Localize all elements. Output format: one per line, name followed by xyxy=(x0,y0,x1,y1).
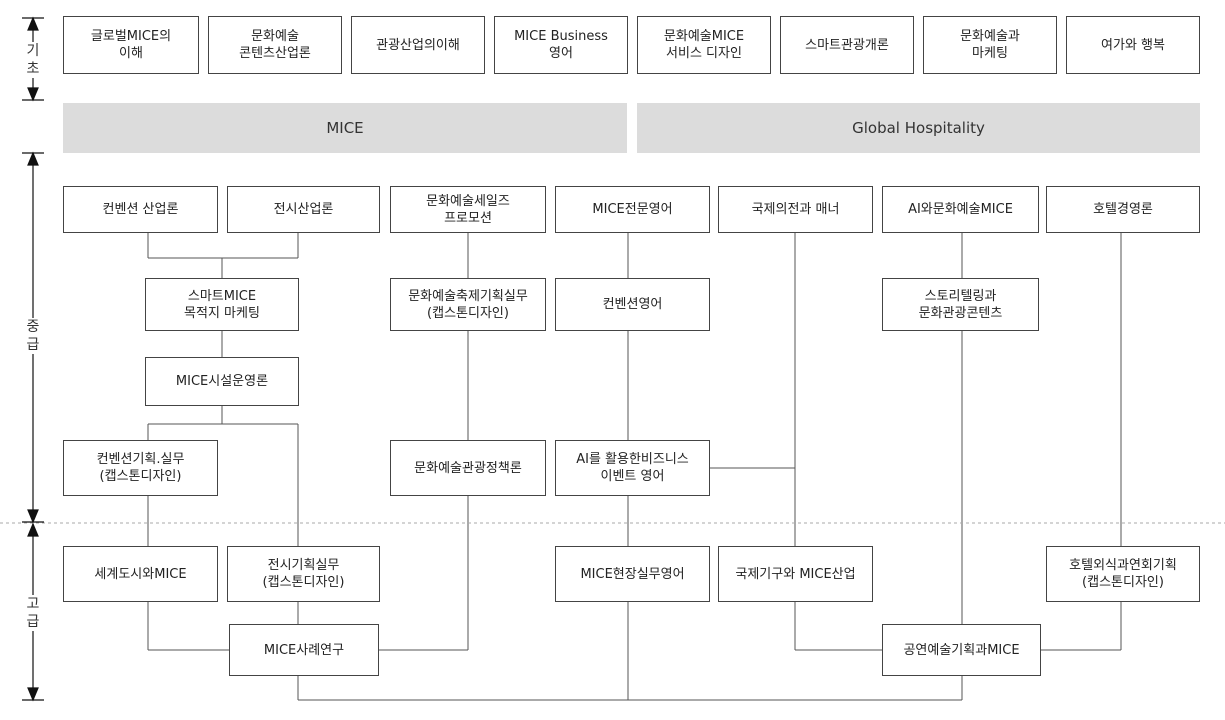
course-box-mice-case-study: MICE사례연구 xyxy=(229,624,379,676)
course-label: 전시산업론 xyxy=(273,202,334,217)
course-label: 공연예술기획과MICE xyxy=(903,642,1020,658)
level-char: 고 xyxy=(26,596,40,612)
level-char: 기 xyxy=(26,43,40,59)
course-label: AI를 활용한비즈니스 이벤트 영어 xyxy=(576,452,689,484)
course-label: 글로벌MICE의 이해 xyxy=(90,29,172,61)
course-box-world-city-mice: 세계도시와MICE xyxy=(63,546,218,602)
course-label: 문화예술세일즈 프로모션 xyxy=(426,193,510,226)
course-box-storytelling: 스토리텔링과 문화관광콘텐츠 xyxy=(882,278,1039,331)
course-box-mice-field-english: MICE현장실무영어 xyxy=(555,546,710,602)
course-box-hotel-food-banquet: 호텔외식과연회기획 (캡스톤디자인) xyxy=(1046,546,1200,602)
level-char: 중 xyxy=(26,319,40,335)
course-box-mice-facility: MICE시설운영론 xyxy=(145,357,299,406)
course-box-basic: 여가와 행복 xyxy=(1066,16,1200,74)
course-label: 스마트MICE 목적지 마케팅 xyxy=(184,288,260,321)
course-box-intl-org-mice: 국제기구와 MICE산업 xyxy=(718,546,873,602)
course-label: 문화예술관광정책론 xyxy=(414,460,522,476)
course-label: MICE현장실무영어 xyxy=(580,566,685,582)
course-box-convention-industry: 컨벤션 산업론 xyxy=(63,186,218,233)
course-box-arts-tourism-policy: 문화예술관광정책론 xyxy=(390,440,546,496)
course-label: 여가와 행복 xyxy=(1101,37,1165,53)
course-box-basic: 관광산업의이해 xyxy=(351,16,485,74)
course-label: 호텔경영론 xyxy=(1093,202,1153,217)
level-char: 급 xyxy=(26,337,40,353)
course-label: AI와문화예술MICE xyxy=(908,202,1013,217)
course-label: 문화예술과 마케팅 xyxy=(960,29,1020,61)
course-box-basic: 문화예술MICE 서비스 디자인 xyxy=(637,16,771,74)
course-label: 컨벤션 산업론 xyxy=(102,202,179,217)
course-label: MICE전문영어 xyxy=(592,202,673,217)
course-box-basic: 문화예술과 마케팅 xyxy=(923,16,1057,74)
course-label: MICE시설운영론 xyxy=(175,374,269,389)
course-box-performing-arts-mice: 공연예술기획과MICE xyxy=(882,624,1041,676)
course-label: 스토리텔링과 문화관광콘텐츠 xyxy=(918,288,1003,321)
course-label: 관광산업의이해 xyxy=(376,37,460,53)
course-box-arts-sales-promotion: 문화예술세일즈 프로모션 xyxy=(390,186,546,233)
course-label: MICE사례연구 xyxy=(263,642,345,658)
course-box-basic: 스마트관광개론 xyxy=(780,16,914,74)
level-char: 급 xyxy=(26,614,40,630)
course-box-ai-business-event-english: AI를 활용한비즈니스 이벤트 영어 xyxy=(555,440,710,496)
level-char: 초 xyxy=(26,61,40,77)
course-box-basic: MICE Business 영어 xyxy=(494,16,628,74)
course-box-smart-mice-marketing: 스마트MICE 목적지 마케팅 xyxy=(145,278,299,331)
course-box-ai-arts-mice: AI와문화예술MICE xyxy=(882,186,1039,233)
level-label-intermediate: 중 급 xyxy=(24,318,42,354)
course-label: 문화예술축제기획실무 (캡스톤디자인) xyxy=(408,288,528,321)
course-label: 국제의전과 매너 xyxy=(751,202,840,217)
band-mice: MICE xyxy=(63,103,627,153)
course-box-intl-protocol: 국제의전과 매너 xyxy=(718,186,873,233)
course-box-exhibition-industry: 전시산업론 xyxy=(227,186,380,233)
course-label: MICE Business 영어 xyxy=(514,29,608,61)
course-label: 전시기획실무 (캡스톤디자인) xyxy=(262,558,345,590)
course-box-arts-festival-planning: 문화예술축제기획실무 (캡스톤디자인) xyxy=(390,278,546,331)
course-label: 문화예술 콘텐츠산업론 xyxy=(239,29,311,61)
course-box-convention-english: 컨벤션영어 xyxy=(555,278,710,331)
course-label: 컨벤션기획.실무 (캡스톤디자인) xyxy=(96,452,185,484)
band-global-hospitality: Global Hospitality xyxy=(637,103,1200,153)
course-label: 스마트관광개론 xyxy=(805,37,889,53)
course-label: 컨벤션영어 xyxy=(602,297,663,312)
course-box-basic: 문화예술 콘텐츠산업론 xyxy=(208,16,342,74)
course-box-hotel-management: 호텔경영론 xyxy=(1046,186,1200,233)
level-label-basic: 기 초 xyxy=(24,42,42,78)
course-box-convention-planning: 컨벤션기획.실무 (캡스톤디자인) xyxy=(63,440,218,496)
course-label: 호텔외식과연회기획 (캡스톤디자인) xyxy=(1069,558,1177,590)
level-label-advanced: 고 급 xyxy=(24,595,42,631)
course-box-exhibition-planning: 전시기획실무 (캡스톤디자인) xyxy=(227,546,380,602)
course-box-basic: 글로벌MICE의 이해 xyxy=(63,16,199,74)
course-box-mice-english: MICE전문영어 xyxy=(555,186,710,233)
course-label: 세계도시와MICE xyxy=(94,566,187,582)
course-label: 국제기구와 MICE산업 xyxy=(735,566,856,582)
course-label: 문화예술MICE 서비스 디자인 xyxy=(663,29,745,61)
